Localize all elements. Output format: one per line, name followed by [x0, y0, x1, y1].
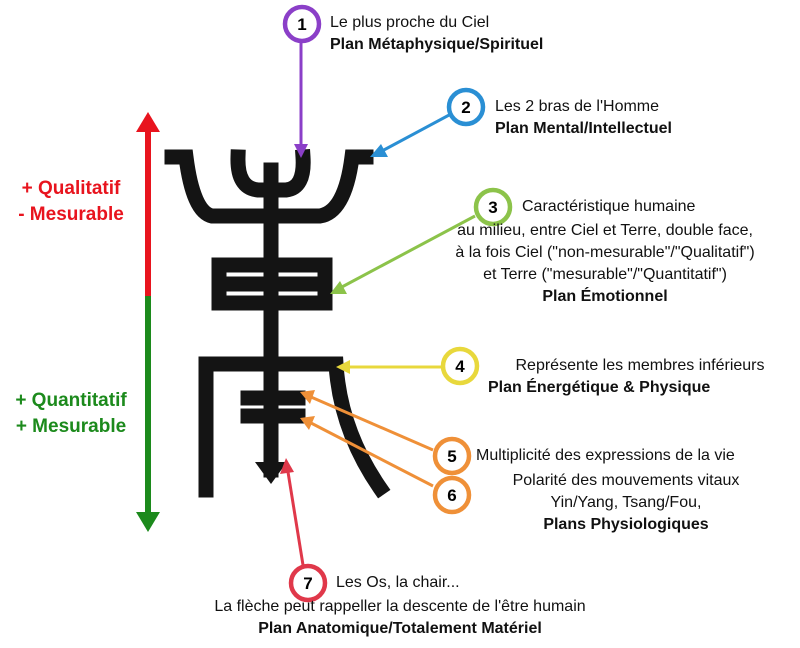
- marker-5-number: 5: [447, 447, 456, 466]
- qualitative-line2: - Mesurable: [18, 204, 124, 225]
- label-3-text-3: à la fois Ciel ("non-mesurable"/"Qualita…: [455, 244, 755, 261]
- label-1-text: Le plus proche du Ciel: [330, 14, 490, 31]
- label-5-text: Multiplicité des expressions de la vie: [476, 447, 735, 464]
- vertical-axis: [136, 112, 160, 532]
- label-2: Les 2 bras de l'Homme Plan Mental/Intell…: [495, 96, 672, 140]
- glyph-arrow-tip: [255, 462, 287, 484]
- label-4: Représente les membres inférieurs Plan É…: [486, 355, 794, 399]
- pointer-3-head: [330, 281, 347, 294]
- marker-4: 4: [440, 346, 480, 386]
- pointer-4-head: [336, 360, 350, 374]
- marker-3: 3: [473, 187, 513, 227]
- label-6-text-2: Yin/Yang, Tsang/Fou,: [550, 494, 702, 511]
- label-3-text-4: et Terre ("mesurable"/"Quantitatif"): [483, 266, 727, 283]
- pointer-3: [339, 214, 476, 290]
- label-7-text: Les Os, la chair...: [336, 574, 460, 591]
- label-4-text: Représente les membres inférieurs: [515, 357, 765, 374]
- label-7-block: La flèche peut rappeller la descente de …: [150, 596, 650, 640]
- marker-2: 2: [446, 87, 486, 127]
- label-2-text: Les 2 bras de l'Homme: [495, 98, 660, 115]
- marker-3-number: 3: [488, 198, 497, 217]
- marker-4-number: 4: [455, 357, 465, 376]
- marker-6: 6: [432, 475, 472, 515]
- pointer-1-head: [294, 144, 308, 158]
- label-5-6-block: Polarité des mouvements vitaux Yin/Yang,…: [466, 470, 786, 536]
- marker-5: 5: [432, 436, 472, 476]
- marker-7: 7: [288, 563, 328, 603]
- glyph-legs: [198, 356, 391, 499]
- marker-6-number: 6: [447, 486, 456, 505]
- label-4-title: Plan Énergétique & Physique: [488, 379, 711, 396]
- pointer-7-head: [280, 458, 294, 474]
- pointer-7: [286, 471, 305, 566]
- pointer-2-head: [370, 144, 388, 157]
- label-5-6-title: Plans Physiologiques: [543, 516, 709, 533]
- label-3-text-1: Caractéristique humaine: [522, 198, 696, 215]
- label-2-title: Plan Mental/Intellectuel: [495, 120, 672, 137]
- marker-2-number: 2: [461, 98, 470, 117]
- label-1: Le plus proche du Ciel Plan Métaphysique…: [330, 12, 543, 56]
- quantitative-line2: + Mesurable: [15, 416, 127, 437]
- marker-1: 1: [282, 4, 322, 44]
- pointer-2: [381, 112, 452, 153]
- label-3-block: au milieu, entre Ciel et Terre, double f…: [412, 220, 798, 308]
- quantitative-caption: + Quantitatif + Mesurable: [0, 388, 142, 440]
- markers: 1 2 3 4 5 6 7: [282, 4, 513, 603]
- label-7-title: Plan Anatomique/Totalement Matériel: [258, 620, 542, 637]
- pointer-arrows: [280, 43, 476, 566]
- marker-1-number: 1: [297, 15, 306, 34]
- qualitative-caption: + Qualitatif - Mesurable: [0, 176, 142, 228]
- axis-down-arrowhead: [136, 512, 160, 532]
- qualitative-line1: + Qualitatif: [21, 178, 121, 199]
- label-3-title: Plan Émotionnel: [542, 288, 668, 305]
- pointer-5: [310, 395, 434, 452]
- axis-up-arrowhead: [136, 112, 160, 132]
- quantitative-line1: + Quantitatif: [15, 390, 127, 411]
- pointer-6-head: [300, 416, 315, 430]
- marker-7-number: 7: [303, 574, 312, 593]
- label-1-title: Plan Métaphysique/Spirituel: [330, 36, 544, 53]
- label-7-text-2: La flèche peut rappeller la descente de …: [214, 598, 586, 615]
- pointer-5-head: [300, 390, 315, 404]
- label-6-text: Polarité des mouvements vitaux: [512, 472, 740, 489]
- glyph: [164, 149, 391, 499]
- label-3-text-2: au milieu, entre Ciel et Terre, double f…: [457, 222, 753, 239]
- pointer-6: [310, 421, 434, 488]
